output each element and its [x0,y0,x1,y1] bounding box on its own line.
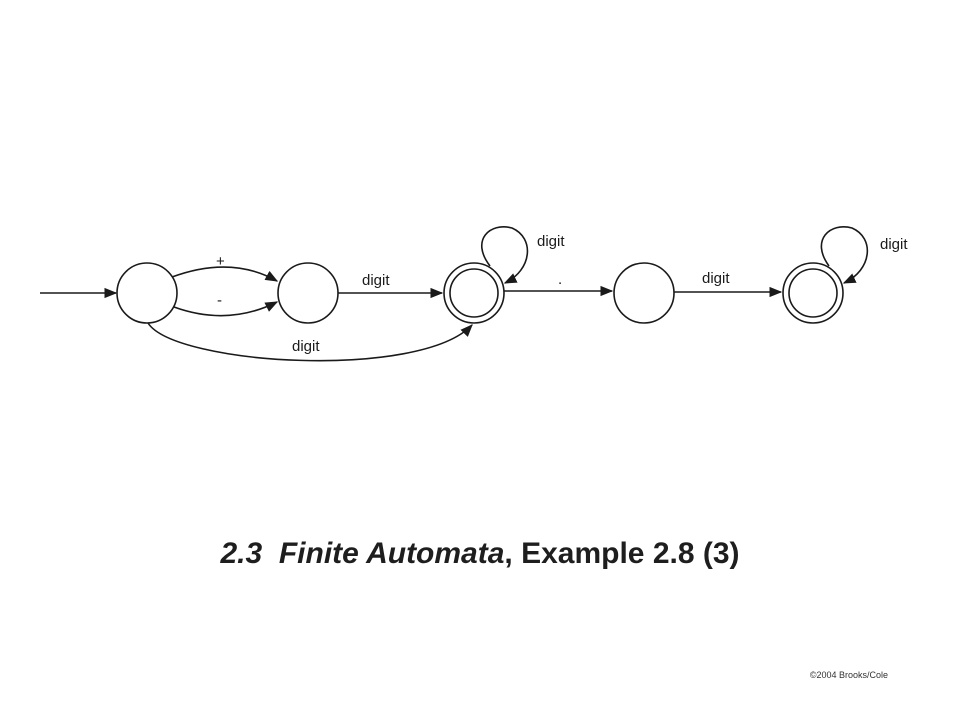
label-plus: + [216,253,225,270]
state-0-start [116,262,178,324]
state-1 [277,262,339,324]
state-2-accepting [443,262,505,324]
title-italic-part: Finite Automata [278,537,505,570]
title-section-number: 2.3 [220,537,263,570]
label-minus: - [217,292,222,309]
label-dot: . [558,271,562,288]
slide-title: 2.3 Finite Automata, Example 2.8 (3) [0,537,960,571]
label-digit-loop-s4: digit [880,236,908,253]
copyright-notice: ©2004 Brooks/Cole [809,670,888,680]
edge-loop-s2 [480,226,529,284]
edge-minus [173,301,279,317]
state-4-accepting [782,262,844,324]
edge-digit-bypass [147,322,473,362]
label-digit-1-2: digit [362,272,390,289]
title-rest: , Example 2.8 (3) [504,537,740,570]
edge-plus [171,266,279,282]
edge-loop-s4 [820,226,868,284]
label-digit-loop-s2: digit [537,233,565,250]
label-digit-3-4: digit [702,270,730,287]
label-digit-bypass: digit [292,338,320,355]
state-3 [613,262,675,324]
